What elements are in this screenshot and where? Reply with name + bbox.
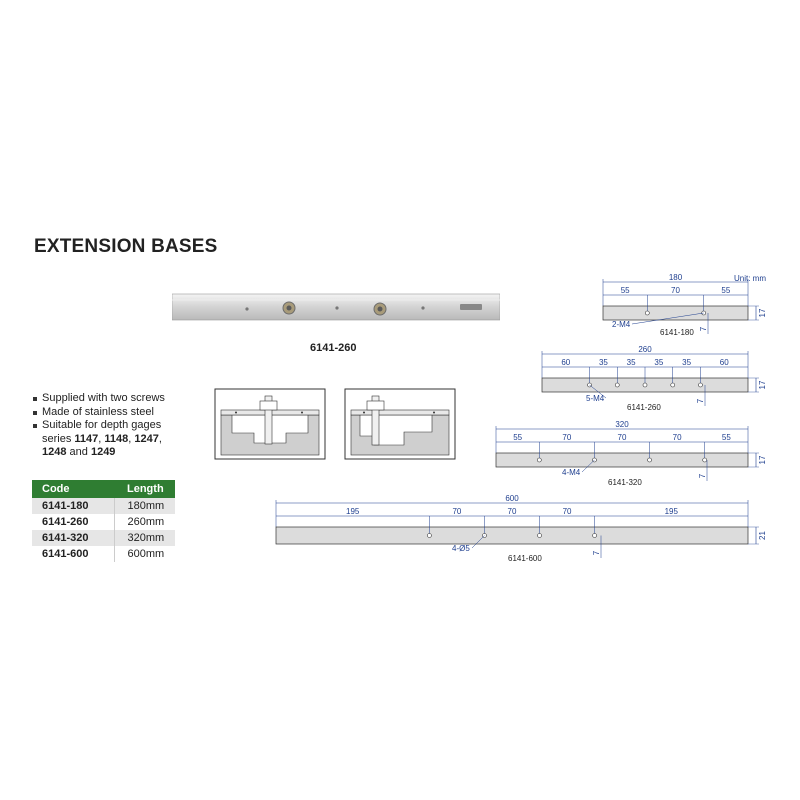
segment-length-label: 35	[599, 358, 608, 367]
hole-callout: 2-M4	[612, 320, 631, 329]
offset-label: 7	[698, 473, 707, 478]
offset-label: 7	[699, 326, 708, 331]
separator: ,	[128, 432, 135, 445]
photo-caption: 6141-260	[310, 342, 357, 354]
series-number: 1147	[74, 432, 99, 445]
column-header-length: Length	[114, 480, 175, 498]
mounting-hole	[642, 382, 648, 388]
height-label: 17	[758, 380, 767, 389]
code-cell: 6141-320	[32, 530, 115, 546]
extension-base-bar	[275, 526, 749, 545]
hole-leader-line	[471, 535, 485, 549]
height-label: 17	[758, 455, 767, 464]
length-cell: 320mm	[114, 530, 175, 546]
mounting-hole	[592, 533, 597, 538]
mounting-hole	[698, 382, 703, 388]
hole-callout: 4-Ø5	[452, 544, 470, 553]
series-number: 1148	[104, 432, 129, 445]
page-title: EXTENSION BASES	[34, 236, 218, 257]
hole-callout: 5-M4	[586, 394, 605, 403]
segment-length-label: 70	[618, 433, 627, 442]
segment-length-label: 55	[513, 433, 522, 442]
total-length-label: 320	[615, 420, 629, 429]
segment-length-label: 55	[721, 286, 730, 295]
hole-leader-line	[589, 384, 607, 399]
usage-illustration-left	[214, 388, 326, 460]
code-cell: 6141-260	[32, 514, 115, 530]
segment-length-label: 35	[654, 358, 663, 367]
product-photo	[172, 293, 500, 321]
total-length-label: 180	[669, 273, 683, 282]
column-header-code: Code	[32, 480, 114, 498]
segment-length-label: 195	[346, 507, 360, 516]
length-cell: 180mm	[114, 498, 175, 514]
extension-base-bar	[602, 305, 749, 321]
feature-item: Supplied with two screws	[32, 392, 177, 406]
series-number: 1249	[90, 446, 116, 458]
segment-length-label: 70	[508, 507, 517, 516]
segment-length-label: 35	[682, 358, 691, 367]
drawing-caption: 6141-180	[660, 328, 694, 337]
code-cell: 6141-600	[32, 546, 115, 562]
segment-length-label: 70	[563, 507, 572, 516]
segment-length-label: 70	[452, 507, 461, 516]
drawing-caption: 6141-320	[608, 478, 642, 487]
series-number: 1248	[42, 446, 67, 458]
hole-leader-line	[631, 312, 704, 325]
usage-illustration-right	[344, 388, 456, 460]
segment-length-label: 60	[561, 358, 570, 367]
total-length-label: 600	[505, 494, 519, 503]
table-row: 6141-260 260mm	[32, 514, 175, 530]
mounting-hole	[702, 457, 707, 463]
table-header-row: Code Length	[32, 480, 175, 498]
height-label: 17	[758, 308, 767, 317]
segment-length-label: 195	[665, 507, 679, 516]
hole-callout: 4-M4	[562, 468, 581, 477]
code-cell: 6141-180	[32, 498, 115, 514]
mounting-hole	[537, 533, 542, 538]
table-row: 6141-600 600mm	[32, 546, 175, 562]
length-cell: 600mm	[127, 548, 165, 560]
feature-item: Suitable for depth gages series 1147, 11…	[32, 419, 177, 460]
offset-label: 7	[696, 398, 705, 403]
segment-length-label: 55	[722, 433, 731, 442]
mounting-hole	[614, 382, 620, 388]
length-cell: 260mm	[127, 516, 165, 528]
unit-label: Unit: mm	[734, 274, 766, 283]
segment-length-label: 70	[671, 286, 680, 295]
segment-length-label: 70	[673, 433, 682, 442]
feature-list: Supplied with two screws Made of stainle…	[32, 392, 177, 460]
segment-length-label: 60	[720, 358, 729, 367]
extension-base-bar	[495, 452, 749, 468]
separator: ,	[98, 432, 105, 445]
offset-label: 7	[592, 550, 601, 555]
feature-text: Suitable for depth gages series	[42, 419, 162, 445]
segment-length-label: 70	[562, 433, 571, 442]
height-label: 21	[758, 531, 767, 540]
segment-length-label: 35	[627, 358, 636, 367]
total-length-label: 260	[638, 345, 652, 354]
series-number: 1247	[134, 432, 159, 445]
hole-leader-line	[581, 459, 595, 473]
feature-item: Made of stainless steel	[32, 406, 177, 420]
separator: ,	[158, 432, 162, 445]
drawing-caption: 6141-600	[508, 554, 542, 563]
mounting-hole	[537, 457, 542, 463]
mounting-hole	[670, 382, 676, 388]
drawing-caption: 6141-260	[627, 403, 661, 412]
mounting-hole	[427, 533, 432, 538]
separator: and	[66, 446, 91, 458]
segment-length-label: 55	[621, 286, 630, 295]
mounting-hole	[647, 457, 652, 463]
mounting-hole	[645, 310, 650, 316]
